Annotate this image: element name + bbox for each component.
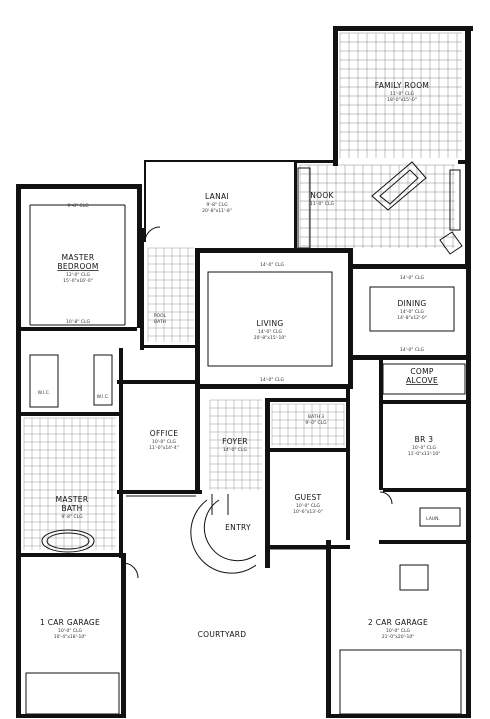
laundry-label: LAUN. xyxy=(426,516,440,522)
detail-lines xyxy=(25,161,466,715)
svg-text:10'-0" CLG: 10'-0" CLG xyxy=(412,445,437,451)
svg-text:9'-8" CLG: 9'-8" CLG xyxy=(61,514,83,520)
lanai-label: LANAI xyxy=(205,192,229,201)
office-label: OFFICE xyxy=(150,429,179,438)
svg-text:14'-0" CLG: 14'-0" CLG xyxy=(400,347,425,353)
svg-text:20'-8"x15'-10": 20'-8"x15'-10" xyxy=(254,335,287,341)
svg-text:BATH: BATH xyxy=(61,504,82,513)
family-room-label: FAMILY ROOM xyxy=(375,81,429,90)
svg-text:11'-0" CLG: 11'-0" CLG xyxy=(310,201,335,207)
svg-text:21'-0"x20'-10": 21'-0"x20'-10" xyxy=(382,634,415,640)
wic-label-1: W.I.C. xyxy=(38,390,51,396)
two-car-garage-label: 2 CAR GARAGE xyxy=(368,618,428,627)
svg-text:12'-0" CLG: 12'-0" CLG xyxy=(66,272,91,278)
svg-text:14'-0" CLG: 14'-0" CLG xyxy=(260,377,285,383)
svg-text:10'-0" CLG: 10'-0" CLG xyxy=(58,628,83,634)
svg-text:11'-0"x14'-4": 11'-0"x14'-4" xyxy=(149,445,179,451)
nook-label: NOOK xyxy=(310,191,334,200)
bath3-label: BATH 3 xyxy=(308,414,324,420)
svg-text:14'-0" CLG: 14'-0" CLG xyxy=(400,309,425,315)
pool-bath-label: POOL xyxy=(154,313,167,319)
entry-label: ENTRY xyxy=(225,523,251,532)
svg-text:20'-8"x11'-8": 20'-8"x11'-8" xyxy=(202,208,232,214)
svg-text:9'-8" CLG: 9'-8" CLG xyxy=(67,203,89,209)
svg-text:9'-8" CLG: 9'-8" CLG xyxy=(206,202,228,208)
svg-text:11'-0"x13'-10": 11'-0"x13'-10" xyxy=(408,451,441,457)
room-labels: FAMILY ROOM 11'-0" CLG 18'-0"x15'-0" LAN… xyxy=(38,81,441,640)
svg-text:10'-0" CLG: 10'-0" CLG xyxy=(152,439,177,445)
foyer-label: FOYER xyxy=(222,437,248,446)
svg-text:14'-0" CLG: 14'-0" CLG xyxy=(223,447,248,453)
living-label: LIVING xyxy=(257,319,284,328)
svg-text:14'-0" CLG: 14'-0" CLG xyxy=(258,329,283,335)
svg-text:14'-0" CLG: 14'-0" CLG xyxy=(400,275,425,281)
guest-label: GUEST xyxy=(295,493,322,502)
courtyard-label: COURTYARD xyxy=(198,630,247,639)
svg-text:10'-6"x13'-0": 10'-6"x13'-0" xyxy=(293,509,323,515)
comp-alcove-label: COMP xyxy=(410,367,434,376)
svg-text:10'-4"x18'-10": 10'-4"x18'-10" xyxy=(54,634,87,640)
svg-text:10'-8" CLG: 10'-8" CLG xyxy=(66,319,91,325)
svg-text:14'-8"x12'-0": 14'-8"x12'-0" xyxy=(397,315,427,321)
family-room-tile xyxy=(299,32,462,248)
one-car-garage-label: 1 CAR GARAGE xyxy=(40,618,100,627)
svg-text:BEDROOM: BEDROOM xyxy=(57,262,98,271)
wic-label-2: W.I.C. xyxy=(97,394,110,400)
master-bath-label: MASTER xyxy=(56,495,89,504)
svg-text:ALCOVE: ALCOVE xyxy=(406,376,438,385)
br3-label: BR 3 xyxy=(415,435,434,444)
svg-text:11'-0" CLG: 11'-0" CLG xyxy=(390,91,415,97)
svg-text:15'-0"x16'-0": 15'-0"x16'-0" xyxy=(63,278,93,284)
master-bedroom-label: MASTER xyxy=(62,253,95,262)
dining-label: DINING xyxy=(397,299,426,308)
svg-text:10'-0" CLG: 10'-0" CLG xyxy=(296,503,321,509)
svg-text:BATH: BATH xyxy=(154,319,166,325)
svg-text:9'-0" CLG: 9'-0" CLG xyxy=(305,420,327,426)
svg-text:10'-0" CLG: 10'-0" CLG xyxy=(386,628,411,634)
walls xyxy=(16,26,473,718)
svg-text:18'-0"x15'-0": 18'-0"x15'-0" xyxy=(387,97,417,103)
svg-text:14'-0" CLG: 14'-0" CLG xyxy=(260,262,285,268)
